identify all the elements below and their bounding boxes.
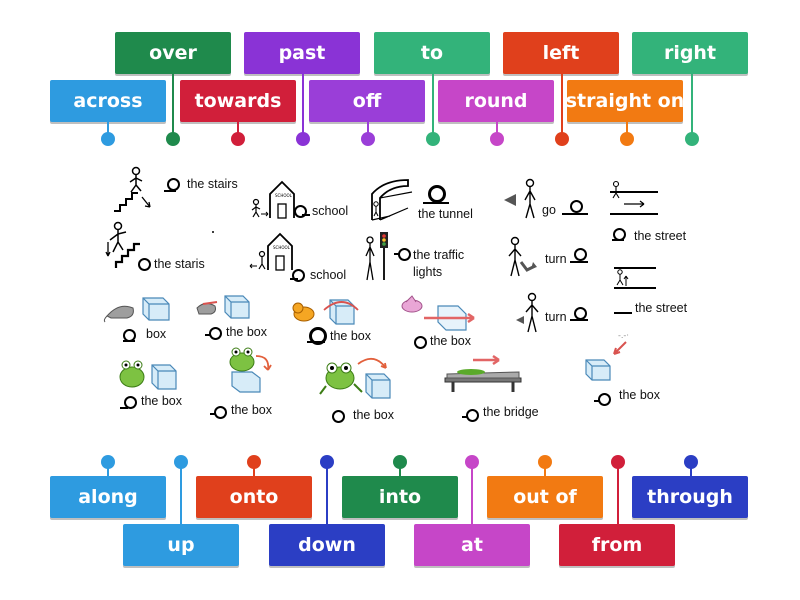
item-label: the traffic lights [413, 248, 465, 279]
word-tile-towards[interactable]: towards [180, 80, 296, 122]
go-straight-picture [504, 178, 536, 219]
word-tile-along[interactable]: along [50, 476, 166, 518]
item-label: school [312, 204, 349, 218]
item-label: the stairs [187, 177, 238, 191]
item-label: go [542, 203, 556, 217]
item-label: turn [545, 310, 567, 324]
stairs-down-picture [105, 221, 140, 268]
word-tile-from[interactable]: from [559, 524, 675, 566]
svg-text:-.-·: -.-· [618, 331, 629, 340]
pin-line [617, 460, 619, 526]
stray-dot [212, 231, 214, 233]
along-street-picture [614, 267, 656, 289]
item-label: the box [353, 408, 395, 422]
item-label: the box [330, 329, 372, 343]
svg-text:SCHOOL: SCHOOL [273, 245, 291, 250]
traffic-lights-picture [365, 232, 388, 281]
pin-dot [555, 132, 569, 146]
pin-dot [166, 132, 180, 146]
frog-off-box-picture [229, 347, 272, 393]
word-tile-over[interactable]: over [115, 32, 231, 74]
item-label: turn [545, 252, 567, 266]
item-label: box [146, 327, 167, 341]
pin-dot [101, 132, 115, 146]
word-tile-right[interactable]: right [632, 32, 748, 74]
word-tile-straight-on[interactable]: straight on [566, 80, 684, 122]
turn-left-picture [516, 292, 539, 333]
turn-right-picture [508, 236, 537, 277]
pin-line [690, 460, 692, 478]
walk-from-school-picture: SCHOOL [249, 232, 293, 271]
word-tile-down[interactable]: down [269, 524, 385, 566]
pin-dot [685, 132, 699, 146]
item-label: the box [226, 325, 268, 339]
item-label: the street [635, 301, 688, 315]
frog-onto-box-picture [319, 358, 391, 399]
pin-line [172, 74, 174, 136]
pin-line [107, 122, 109, 138]
pin-line [432, 74, 434, 136]
word-tile-across[interactable]: across [50, 80, 166, 122]
word-tile-round[interactable]: round [438, 80, 554, 122]
pin-line [399, 460, 401, 478]
word-tile-at[interactable]: at [414, 524, 530, 566]
mouse-away-box-picture [196, 295, 250, 319]
pin-dot [490, 132, 504, 146]
word-tile-off[interactable]: off [309, 80, 425, 122]
word-tile-left[interactable]: left [503, 32, 619, 74]
pin-line [180, 460, 182, 526]
cat-round-box-picture [292, 299, 359, 325]
word-tile-into[interactable]: into [342, 476, 458, 518]
item-label: the box [141, 394, 183, 408]
bird-through-box-picture [401, 295, 475, 331]
item-label: the box [619, 388, 661, 402]
pin-line [471, 460, 473, 526]
pin-dot [296, 132, 310, 146]
svg-text:SCHOOL: SCHOOL [275, 193, 293, 198]
stairs-up-picture [114, 166, 151, 212]
pin-line [302, 74, 304, 136]
mouse-behind-box-picture [103, 297, 170, 323]
frog-next-to-box-picture [119, 360, 177, 390]
pin-dot [426, 132, 440, 146]
word-tile-through[interactable]: through [632, 476, 748, 518]
pin-line [367, 122, 369, 138]
pin-line [326, 460, 328, 526]
word-tile-onto[interactable]: onto [196, 476, 312, 518]
pin-line [253, 460, 255, 478]
item-label: the box [430, 334, 472, 348]
pin-dot [361, 132, 375, 146]
bridge-picture [444, 354, 522, 392]
pin-line [561, 74, 563, 136]
tunnel-picture [371, 179, 413, 221]
pin-dot [231, 132, 245, 146]
item-label: the street [634, 229, 687, 243]
item-label: the staris [154, 257, 205, 271]
item-label: the bridge [483, 405, 539, 419]
pin-line [496, 122, 498, 138]
pin-line [544, 460, 546, 478]
item-label: the tunnel [418, 207, 473, 221]
word-tile-past[interactable]: past [244, 32, 360, 74]
pin-line [691, 74, 693, 136]
into-box-picture: -.-· [585, 331, 629, 381]
word-tile-to[interactable]: to [374, 32, 490, 74]
item-label: the box [231, 403, 273, 417]
word-tile-up[interactable]: up [123, 524, 239, 566]
pin-line [107, 460, 109, 478]
item-label: school [310, 268, 347, 282]
pin-line [237, 122, 239, 138]
cross-street-picture [610, 180, 658, 215]
walk-to-school-picture: SCHOOL [251, 180, 295, 219]
word-tile-out-of[interactable]: out of [487, 476, 603, 518]
pin-line [626, 122, 628, 138]
pin-dot [620, 132, 634, 146]
